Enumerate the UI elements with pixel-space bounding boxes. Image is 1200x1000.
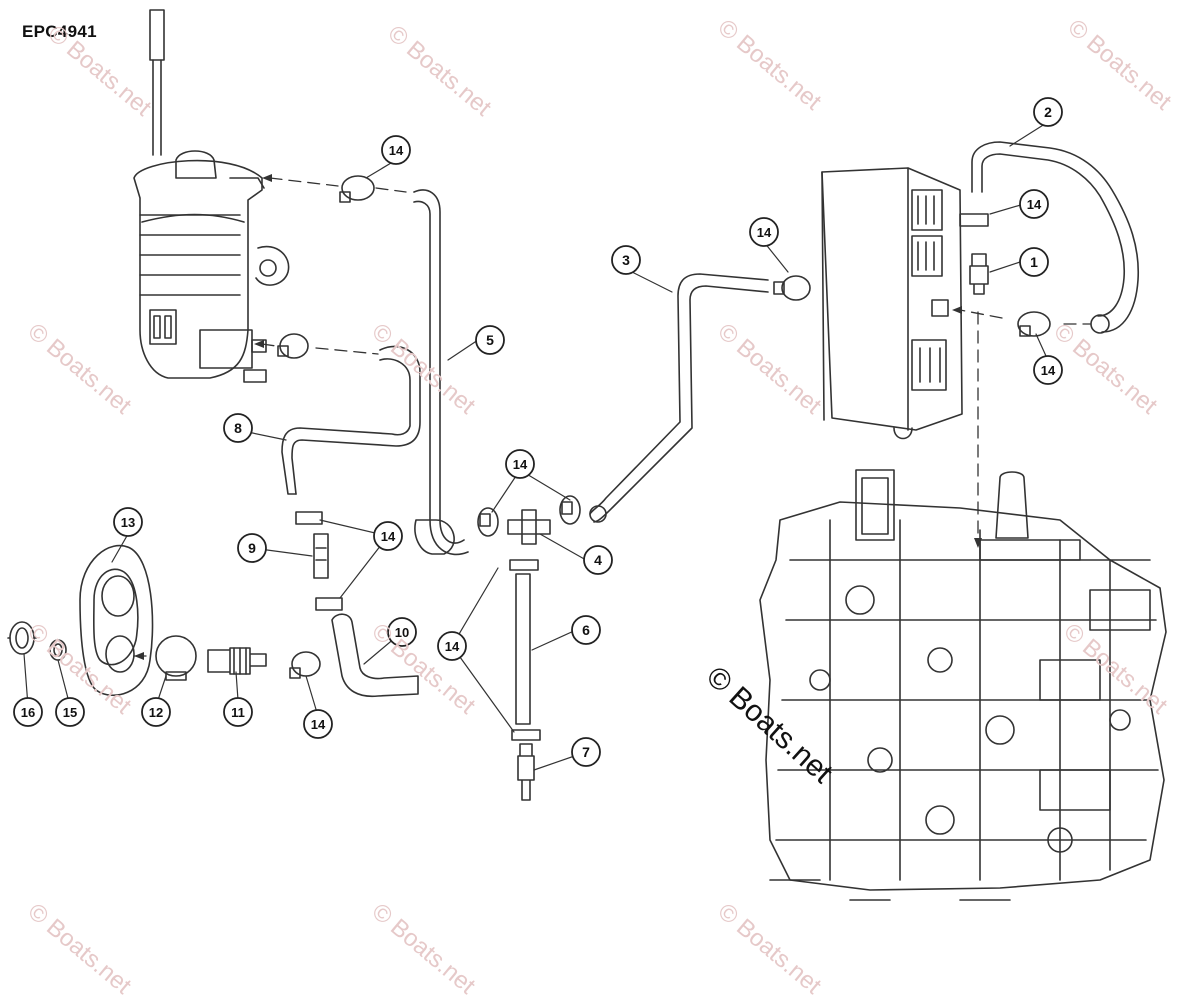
- callout-circle: [141, 697, 171, 727]
- callout-number: 3: [622, 252, 630, 268]
- callout-circle: [55, 697, 85, 727]
- hose-3: [589, 273, 769, 523]
- callout-c14h: 14: [303, 709, 333, 739]
- callout-c12: 12: [141, 697, 171, 727]
- callout-c14g: 14: [437, 631, 467, 661]
- callout-circle: [1019, 189, 1049, 219]
- callout-c14e: 14: [505, 449, 535, 479]
- callout-number: 6: [582, 622, 590, 638]
- hose-10: [331, 613, 419, 698]
- callout-circle: [571, 615, 601, 645]
- grommet-13: [79, 544, 154, 697]
- callout-number: 4: [594, 552, 602, 568]
- callout-number: 16: [21, 705, 35, 720]
- callout-circle: [237, 533, 267, 563]
- callout-c11: 11: [223, 697, 253, 727]
- callout-c3: 3: [611, 245, 641, 275]
- callout-number: 14: [311, 717, 326, 732]
- callout-c9: 9: [237, 533, 267, 563]
- callout-number: 15: [63, 705, 77, 720]
- fitting-16: [7, 621, 37, 655]
- callout-circle: [611, 245, 641, 275]
- callout-circle: [437, 631, 467, 661]
- callout-c8: 8: [223, 413, 253, 443]
- callout-number: 14: [513, 457, 528, 472]
- callout-circle: [223, 413, 253, 443]
- callout-circle: [571, 737, 601, 767]
- callout-circle: [583, 545, 613, 575]
- callout-circle: [13, 697, 43, 727]
- callout-circle: [1019, 247, 1049, 277]
- callout-number: 14: [389, 143, 404, 158]
- fitting-1: [969, 253, 989, 295]
- callout-number: 14: [1041, 363, 1056, 378]
- callout-number: 14: [381, 529, 396, 544]
- callout-circle: [475, 325, 505, 355]
- callout-circle: [113, 507, 143, 537]
- engine-block: [759, 469, 1167, 901]
- callout-c2: 2: [1033, 97, 1063, 127]
- callout-c14f: 14: [373, 521, 403, 551]
- callout-circle: [223, 697, 253, 727]
- callout-circle: [381, 135, 411, 165]
- callout-number: 14: [445, 639, 460, 654]
- callout-number: 7: [582, 744, 590, 760]
- callout-number: 11: [231, 705, 245, 720]
- callout-c5: 5: [475, 325, 505, 355]
- callout-number: 10: [395, 625, 409, 640]
- callout-circle: [1033, 355, 1063, 385]
- callout-c16: 16: [13, 697, 43, 727]
- callout-number: 14: [1027, 197, 1042, 212]
- washer-15: [49, 639, 67, 661]
- arrowheads: [134, 174, 982, 660]
- fuel-module: [133, 9, 290, 383]
- callout-c15: 15: [55, 697, 85, 727]
- callout-number: 5: [486, 332, 494, 348]
- clamp-14-parts: [277, 175, 1051, 741]
- callout-number: 1: [1030, 254, 1038, 270]
- callout-c14a: 14: [381, 135, 411, 165]
- callout-c4: 4: [583, 545, 613, 575]
- callout-c10: 10: [387, 617, 417, 647]
- callout-number: 2: [1044, 104, 1052, 120]
- callout-circle: [387, 617, 417, 647]
- fitting-7: [517, 743, 535, 801]
- callout-circle: [1033, 97, 1063, 127]
- callout-c13: 13: [113, 507, 143, 537]
- callout-c14c: 14: [1019, 189, 1049, 219]
- callout-number: 8: [234, 420, 242, 436]
- callout-c1: 1: [1019, 247, 1049, 277]
- hose-2: [971, 141, 1140, 334]
- callout-circle: [373, 521, 403, 551]
- callout-c14b: 14: [749, 217, 779, 247]
- callout-number: 14: [757, 225, 772, 240]
- dashed-leaders: [133, 177, 1091, 657]
- tee-connector-4: [507, 509, 551, 545]
- callout-circle: [505, 449, 535, 479]
- callout-circle: [749, 217, 779, 247]
- fitting-9: [313, 533, 329, 579]
- callout-number: 13: [121, 515, 135, 530]
- clamp-12: [155, 635, 197, 681]
- hose-6: [515, 573, 531, 725]
- callout-number: 9: [248, 540, 256, 556]
- fitting-11: [207, 647, 267, 675]
- callout-c6: 6: [571, 615, 601, 645]
- callout-number: 12: [149, 705, 163, 720]
- ecm-module: [821, 167, 963, 440]
- hose-5: [413, 189, 469, 556]
- hose-8: [281, 345, 421, 495]
- diagram-code: EPC4941: [22, 22, 97, 41]
- callout-circle: [303, 709, 333, 739]
- callout-c7: 7: [571, 737, 601, 767]
- callout-c14d: 14: [1033, 355, 1063, 385]
